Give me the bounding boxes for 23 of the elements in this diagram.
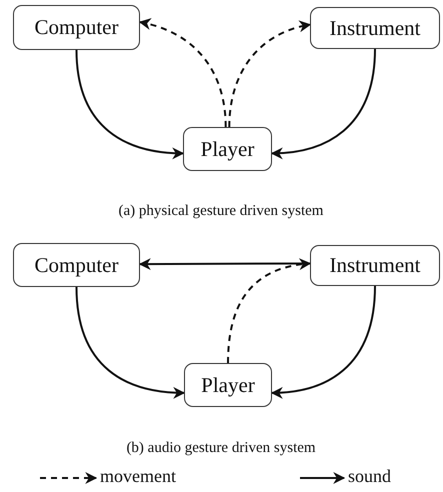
node-label: Computer bbox=[34, 252, 118, 278]
rounded-box bbox=[310, 7, 440, 49]
arrow bbox=[270, 286, 376, 398]
arrow bbox=[76, 286, 186, 398]
legend-label: sound bbox=[348, 466, 392, 487]
dashed-arrow bbox=[138, 18, 227, 128]
dashed-arrow bbox=[228, 21, 312, 128]
node-label: Instrument bbox=[330, 253, 420, 278]
arrow bbox=[76, 50, 184, 159]
arrow bbox=[270, 48, 376, 159]
rounded-box bbox=[184, 363, 272, 407]
node-label: Computer bbox=[34, 15, 118, 40]
rounded-box bbox=[13, 5, 140, 50]
caption: (b) audio gesture driven system bbox=[126, 440, 316, 457]
node-label: Instrument bbox=[330, 16, 420, 40]
dashed-arrow bbox=[227, 258, 312, 364]
legend-label: movement bbox=[100, 466, 176, 487]
caption: (a) physical gesture driven system bbox=[118, 203, 324, 220]
rounded-box bbox=[310, 245, 440, 286]
node-label: Player bbox=[201, 372, 255, 398]
rounded-box bbox=[13, 243, 140, 287]
node-label: Player bbox=[200, 136, 254, 162]
rounded-box bbox=[183, 127, 272, 171]
